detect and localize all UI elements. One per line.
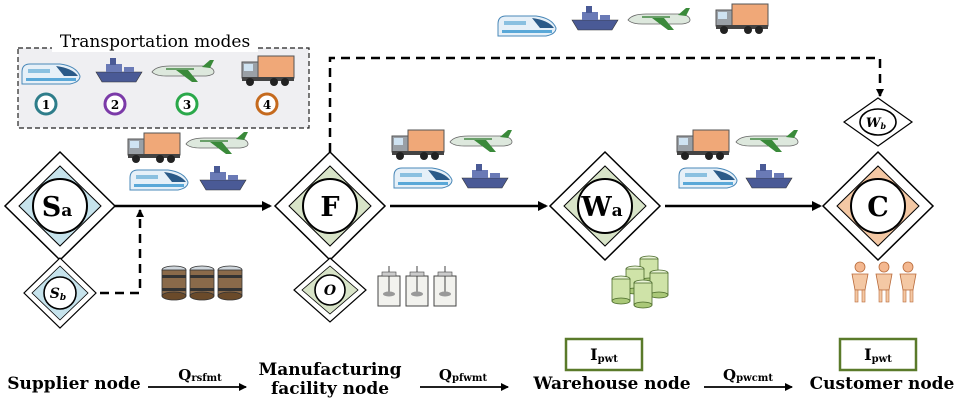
flow-label-3: Qpwcmt	[704, 366, 793, 391]
supplier-b-label: Sb	[50, 286, 66, 303]
svg-text:4: 4	[263, 98, 271, 112]
barrels-icon	[161, 265, 243, 301]
mode-badge-2: 2	[103, 92, 127, 116]
transport-group-2	[391, 129, 513, 189]
customer-inventory-box: Ipwt	[838, 337, 918, 372]
manufacturing-node-label-line1: Manufacturing	[258, 360, 401, 380]
warehouse-main-label: Wa	[580, 192, 622, 223]
mode-badge-4: 4	[255, 92, 279, 116]
ship-icon	[571, 5, 619, 31]
plane-icon	[185, 131, 249, 155]
supplier-node: Sa	[3, 150, 117, 262]
customer-secondary-node: Wb	[842, 97, 914, 147]
warehouse-inventory-box: Ipwt	[564, 337, 644, 372]
customer-main-label: C	[867, 192, 889, 223]
factory-secondary-node: O	[293, 257, 367, 323]
train-icon	[678, 167, 738, 189]
customer-w-label: Wb	[866, 116, 887, 131]
warehouse-node-label: Warehouse node	[532, 374, 690, 394]
truck-icon	[715, 3, 769, 35]
svg-text:Ipwt: Ipwt	[590, 345, 618, 365]
ship-icon	[199, 165, 247, 191]
svg-text:Qpfwmt: Qpfwmt	[439, 366, 488, 384]
factory-o-label: O	[324, 283, 337, 299]
truck-icon	[676, 129, 730, 161]
supplier-secondary-node: Sb	[23, 257, 97, 329]
svg-text:1: 1	[42, 98, 50, 112]
transport-group-1	[127, 131, 249, 191]
ship-icon	[745, 163, 793, 189]
customer-node-label: Customer node	[810, 374, 955, 394]
truck-icon	[127, 132, 181, 164]
dashed-flow-factory-to-customer	[328, 56, 884, 152]
top-transport-icons	[497, 3, 769, 37]
svg-text:Qrsfmt: Qrsfmt	[178, 366, 222, 384]
factory-main-label: F	[320, 192, 339, 223]
legend-title-bg	[52, 32, 258, 52]
mode-badge-1: 1	[34, 92, 58, 116]
customers-icon	[851, 261, 917, 303]
flow-label-1: Qrsfmt	[148, 366, 247, 391]
svg-text:3: 3	[183, 98, 191, 112]
customer-node: C	[821, 150, 935, 262]
mode-badge-3: 3	[175, 92, 199, 116]
flow-label-2: Qpfwmt	[420, 366, 509, 391]
silos-icon	[611, 255, 669, 309]
transport-group-3	[676, 129, 799, 189]
warehouse-node: Wa	[548, 150, 662, 262]
plane-icon	[735, 129, 799, 153]
train-icon	[393, 167, 453, 189]
svg-text:Ipwt: Ipwt	[864, 345, 892, 365]
ship-icon	[461, 163, 509, 189]
tanks-icon	[377, 265, 457, 307]
legend-title: Transportation modes	[60, 32, 250, 52]
train-icon	[497, 15, 557, 37]
svg-text:Qpwcmt: Qpwcmt	[723, 366, 773, 384]
truck-icon	[391, 129, 445, 161]
svg-text:2: 2	[111, 98, 119, 112]
train-icon	[129, 169, 189, 191]
plane-icon	[627, 7, 691, 31]
transportation-modes-legend: Transportation modes 1 2 3 4	[17, 32, 310, 129]
train-icon	[21, 63, 81, 85]
manufacturing-node-label-line2: facility node	[271, 379, 389, 399]
dashed-flow-supplier-b	[100, 209, 144, 295]
supplier-main-label: Sa	[42, 192, 73, 223]
supplier-node-label: Supplier node	[7, 374, 141, 394]
factory-node: F	[273, 150, 387, 262]
plane-icon	[449, 129, 513, 153]
